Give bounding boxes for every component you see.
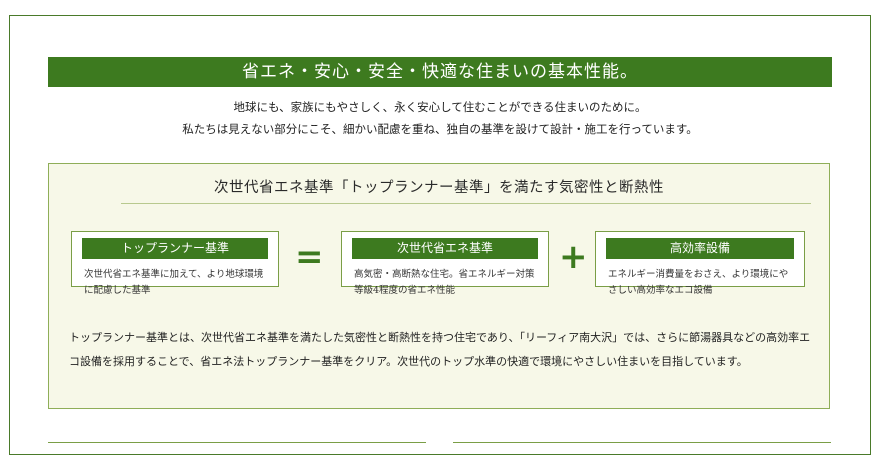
plus-sign: + (559, 237, 588, 277)
next-gen-heading: 次世代省エネ基準 (352, 238, 538, 259)
intro-line-2: 私たちは見えない部分にこそ、細かい配慮を重ね、独自の基準を設けて設計・施工を行っ… (182, 122, 698, 136)
top-runner-text: 次世代省エネ基準に加えて、より地球環境に配慮した基準 (84, 269, 264, 296)
equals-sign: = (295, 237, 324, 277)
next-gen-box: 次世代省エネ基準 高気密・高断熱な住宅。省エネルギー対策等級4程度の省エネ性能 (341, 231, 549, 296)
next-section-left-rule (48, 442, 426, 443)
next-gen-text: 高気密・高断熱な住宅。省エネルギー対策等級4程度の省エネ性能 (354, 269, 535, 296)
section-banner: 省エネ・安心・安全・快適な住まいの基本性能。 (48, 57, 832, 87)
high-efficiency-heading: 高効率設備 (606, 238, 794, 259)
top-runner-box: トップランナー基準 次世代省エネ基準に加えて、より地球環境に配慮した基準 (71, 231, 279, 296)
high-efficiency-text: エネルギー消費量をおさえ、より環境にやさしい高効率なエコ設備 (608, 269, 789, 296)
panel-title: 次世代省エネ基準「トップランナー基準」を満たす気密性と断熱性 (214, 180, 664, 196)
high-efficiency-box: 高効率設備 エネルギー消費量をおさえ、より環境にやさしい高効率なエコ設備 (595, 231, 805, 296)
summary-text: トップランナー基準とは、次世代省エネ基準を満たした気密性と断熱性を持つ住宅であり… (69, 331, 811, 368)
panel-divider (121, 203, 811, 204)
intro-text: 地球にも、家族にもやさしく、永く安心して住むことができる住まいのために。 私たち… (48, 96, 832, 140)
top-runner-heading: トップランナー基準 (82, 238, 268, 259)
intro-line-1: 地球にも、家族にもやさしく、永く安心して住むことができる住まいのために。 (233, 100, 647, 114)
next-section-right-rule (453, 442, 831, 443)
performance-panel: 次世代省エネ基準「トップランナー基準」を満たす気密性と断熱性 トップランナー基準… (48, 163, 830, 409)
